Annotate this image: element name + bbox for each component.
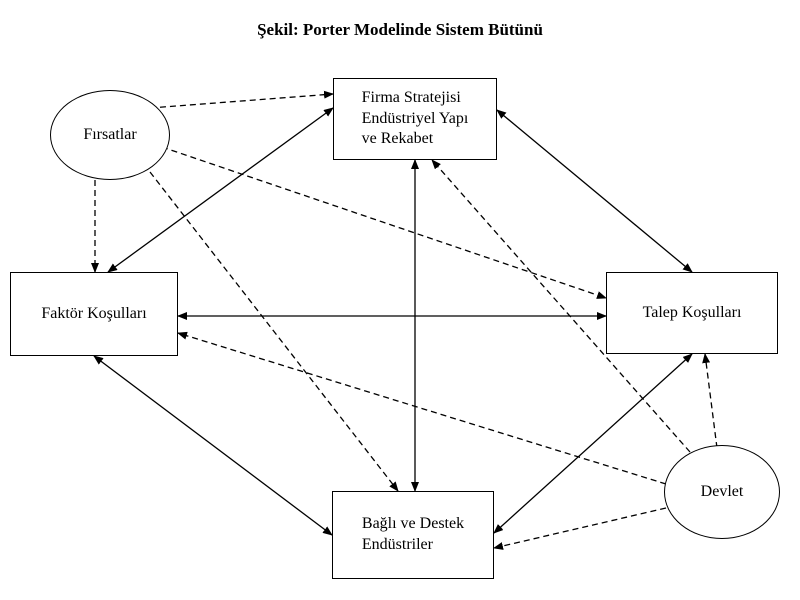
edge-firma-to-talep — [496, 109, 693, 273]
edges-layer — [91, 90, 718, 550]
node-talep-kosullari: Talep Koşulları — [606, 272, 778, 354]
node-bagli-destek: Bağlı ve Destek Endüstriler — [332, 491, 494, 579]
diagram-title: Şekil: Porter Modelinde Sistem Bütünü — [257, 20, 543, 39]
node-firma-stratejisi: Firma Stratejisi Endüstriyel Yapı ve Rek… — [333, 78, 497, 160]
edge-firsatlar-to-talep — [161, 146, 607, 299]
edge-faktor-to-firma — [107, 107, 334, 273]
node-firsatlar: Fırsatlar — [50, 90, 170, 180]
node-firma-line-3: ve Rekabet — [361, 130, 434, 148]
node-devlet-label: Devlet — [700, 483, 744, 500]
node-bagli-line-2: Endüstriler — [361, 536, 433, 553]
node-devlet: Devlet — [664, 445, 780, 539]
edge-devlet-to-bagli — [493, 507, 667, 550]
edge-bagli-to-talep — [493, 353, 693, 534]
node-firma-line-2: Endüstriyel Yapı — [361, 109, 469, 127]
edge-devlet-to-firma — [431, 159, 691, 453]
node-bagli-line-1: Bağlı ve Destek — [361, 515, 465, 533]
node-firma-line-1: Firma Stratejisi — [361, 88, 461, 106]
edge-firsatlar-to-firma — [149, 90, 334, 109]
edge-devlet-to-talep — [702, 353, 718, 449]
node-faktor-label: Faktör Koşulları — [41, 304, 147, 322]
node-firsatlar-label: Fırsatlar — [83, 126, 137, 143]
edge-firsatlar-to-bagli — [149, 171, 399, 492]
node-talep-label: Talep Koşulları — [642, 303, 742, 321]
node-faktor-kosullari: Faktör Koşulları — [10, 272, 178, 356]
edge-devlet-to-faktor — [177, 331, 667, 485]
edge-faktor-to-bagli — [93, 355, 333, 536]
